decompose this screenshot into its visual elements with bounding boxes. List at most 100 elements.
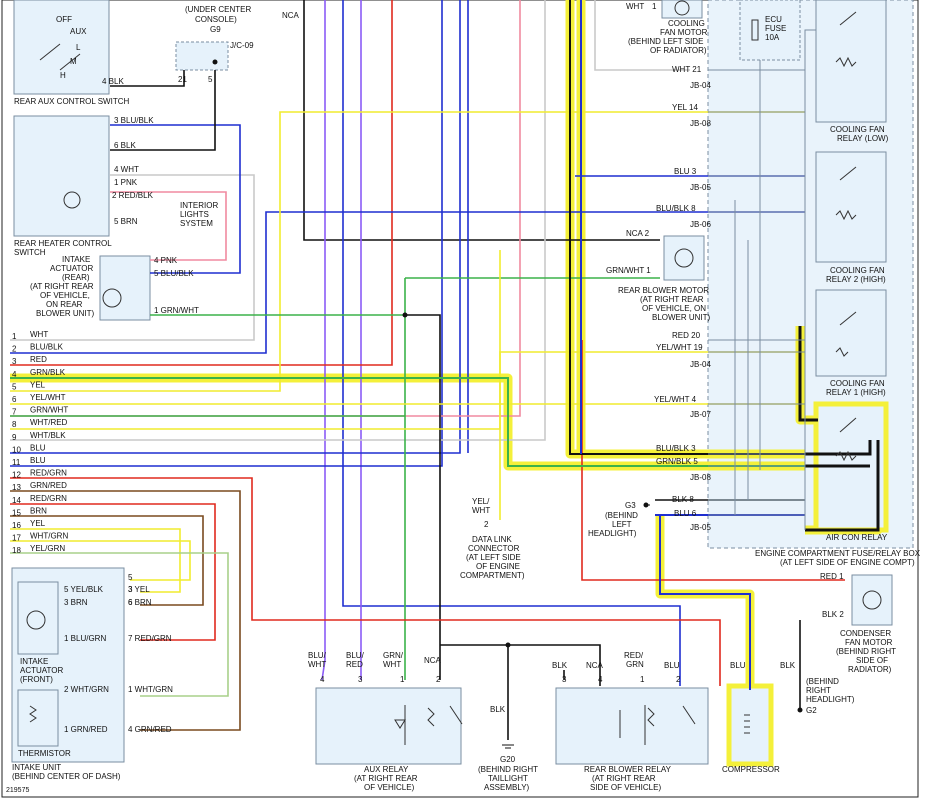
g20-2: (BEHIND RIGHT	[478, 765, 538, 774]
junction-dots	[212, 59, 511, 648]
connector-label-f6y: 3 YEL	[128, 585, 150, 594]
connector-label-f3: 3 BRN	[64, 598, 88, 607]
connector-label-ia1: 1 GRN/WHT	[154, 306, 199, 315]
connector-label-nca2: NCA 2	[626, 229, 650, 238]
intake-front-1: INTAKE	[20, 657, 48, 666]
left-pin-number: 1	[12, 332, 17, 341]
connector-label-ar_nca: NCA	[424, 656, 442, 665]
connector-label-ar_bluwht: BLU/	[308, 651, 327, 660]
yel-wht-1: YEL/	[472, 497, 490, 506]
intake-front-2: ACTUATOR	[20, 666, 63, 675]
left-pin-color: GRN/WHT	[30, 406, 68, 415]
connector-label-cred: RED 1	[820, 572, 844, 581]
rear-blower-motor-3: OF VEHICLE, ON	[642, 304, 706, 313]
compressor-box	[726, 683, 774, 767]
cooling-fan-motor-3: (BEHIND LEFT SIDE	[628, 37, 703, 46]
connector-label-ar_grnwht2: WHT	[383, 660, 401, 669]
connector-label-ar2: 2	[436, 675, 441, 684]
connector-label-ar3: 3	[358, 675, 363, 684]
left-pin-color: YEL	[30, 519, 46, 528]
connector-label-fm1: 1	[652, 2, 657, 11]
left-pin-number: 3	[12, 357, 17, 366]
aux-relay-2: (AT RIGHT REAR	[354, 774, 418, 783]
condenser-1: CONDENSER	[840, 629, 891, 638]
rear-heater-switch-box	[13, 115, 110, 237]
left-pin-color: RED/GRN	[30, 494, 67, 503]
left-pin-number: 13	[12, 483, 21, 492]
yel-wht-2: WHT	[472, 506, 490, 515]
connector-label-h6: 6 BLK	[114, 141, 136, 150]
dlc-3: (AT LEFT SIDE	[466, 553, 521, 562]
connector-label-j5: 5	[208, 75, 213, 84]
left-pin-color: RED	[30, 355, 47, 364]
connector-label-rb4: 4	[598, 675, 603, 684]
connector-label-e20: RED 20	[672, 331, 701, 340]
dlc-1: DATA LINK	[472, 535, 512, 544]
intake-rear-2: ACTUATOR	[50, 264, 93, 273]
cfr2-2: RELAY 2 (HIGH)	[826, 275, 886, 284]
left-pin-number: 18	[12, 546, 21, 555]
connector-label-ia5: 5 BLU/BLK	[154, 269, 194, 278]
left-pin-number: 17	[12, 534, 21, 543]
left-pin-color: RED/GRN	[30, 469, 67, 478]
aux-relay-1: AUX RELAY	[364, 765, 409, 774]
connector-label-f6a: 6	[128, 598, 133, 607]
connector-label-t2: 2 WHT/GRN	[64, 685, 109, 694]
left-pin-number: 10	[12, 445, 21, 454]
left-pin-number: 2	[12, 345, 17, 354]
rear-blower-relay-3: SIDE OF VEHICLE)	[590, 783, 661, 792]
g2-label: G2	[806, 706, 817, 715]
ecu-fuse-1: ECU	[765, 15, 782, 24]
cooling-fan-motor-4: OF RADIATOR)	[650, 46, 707, 55]
left-pin-color: YEL	[30, 380, 46, 389]
behind-left-1: (BEHIND	[605, 511, 638, 520]
figure-id: 219575	[6, 787, 29, 794]
under-console-label-2: CONSOLE)	[195, 15, 237, 24]
connector-label-e21: WHT 21	[672, 65, 702, 74]
component-labels: REAR AUX CONTROL SWITCH (UNDER CENTER CO…	[6, 5, 921, 794]
left-pin-number: 16	[12, 521, 21, 530]
condenser-3: (BEHIND RIGHT	[836, 647, 896, 656]
condenser-2: FAN MOTOR	[845, 638, 893, 647]
left-pin-number: 5	[12, 382, 17, 391]
connector-label-f7: 7 RED/GRN	[128, 634, 172, 643]
cfr2-1: COOLING FAN	[830, 266, 885, 275]
left-pin-color: BLU/BLK	[30, 343, 64, 352]
connector-label-rb2: 2	[676, 675, 681, 684]
connector-label-f6b: 6 BRN	[128, 598, 152, 607]
g20-3: TAILLIGHT	[488, 774, 528, 783]
connector-label-rb_nca: NCA	[586, 661, 604, 670]
left-pin-color: GRN/RED	[30, 481, 67, 490]
g20-1: G20	[500, 755, 516, 764]
thermistor-box	[17, 689, 59, 747]
connector-label-ia4: 4 PNK	[154, 256, 178, 265]
connector-label-rb_blk: BLK	[552, 661, 568, 670]
rear-blower-motor-1: REAR BLOWER MOTOR	[618, 286, 709, 295]
intake-unit-2: (BEHIND CENTER OF DASH)	[12, 772, 121, 781]
rear-blower-relay-1: REAR BLOWER RELAY	[584, 765, 672, 774]
switch-m: M	[70, 57, 77, 66]
under-console-label: (UNDER CENTER	[185, 5, 251, 14]
jb06-a: JB-06	[690, 220, 711, 229]
switch-aux: AUX	[70, 27, 87, 36]
left-pin-color: BRN	[30, 506, 47, 515]
left-pin-number: 9	[12, 433, 17, 442]
connector-label-blk_r: BLK	[780, 661, 796, 670]
left-pin-number: 12	[12, 471, 21, 480]
dlc-2: CONNECTOR	[468, 544, 520, 553]
cfr-low-2: RELAY (LOW)	[837, 134, 889, 143]
left-pin-color: GRN/BLK	[30, 368, 66, 377]
connector-label-f1: 1 BLU/GRN	[64, 634, 106, 643]
switch-off: OFF	[56, 15, 72, 24]
left-pin-color: BLU	[30, 456, 46, 465]
connector-label-t1w: 1 WHT/GRN	[128, 685, 173, 694]
cooling-fan-motor-2: FAN MOTOR	[660, 28, 708, 37]
interior-lights-label: INTERIOR	[180, 201, 218, 210]
cooling-fan-motor-box	[661, 0, 703, 19]
intake-rear-1: INTAKE	[62, 255, 90, 264]
left-pin-color: YEL/WHT	[30, 393, 66, 402]
connector-label-ar_blured: BLU/	[346, 651, 365, 660]
connector-label-e8b: BLK 8	[672, 495, 694, 504]
intake-actuator-front-box	[17, 581, 59, 655]
connector-label-g20_blk: BLK	[490, 705, 506, 714]
